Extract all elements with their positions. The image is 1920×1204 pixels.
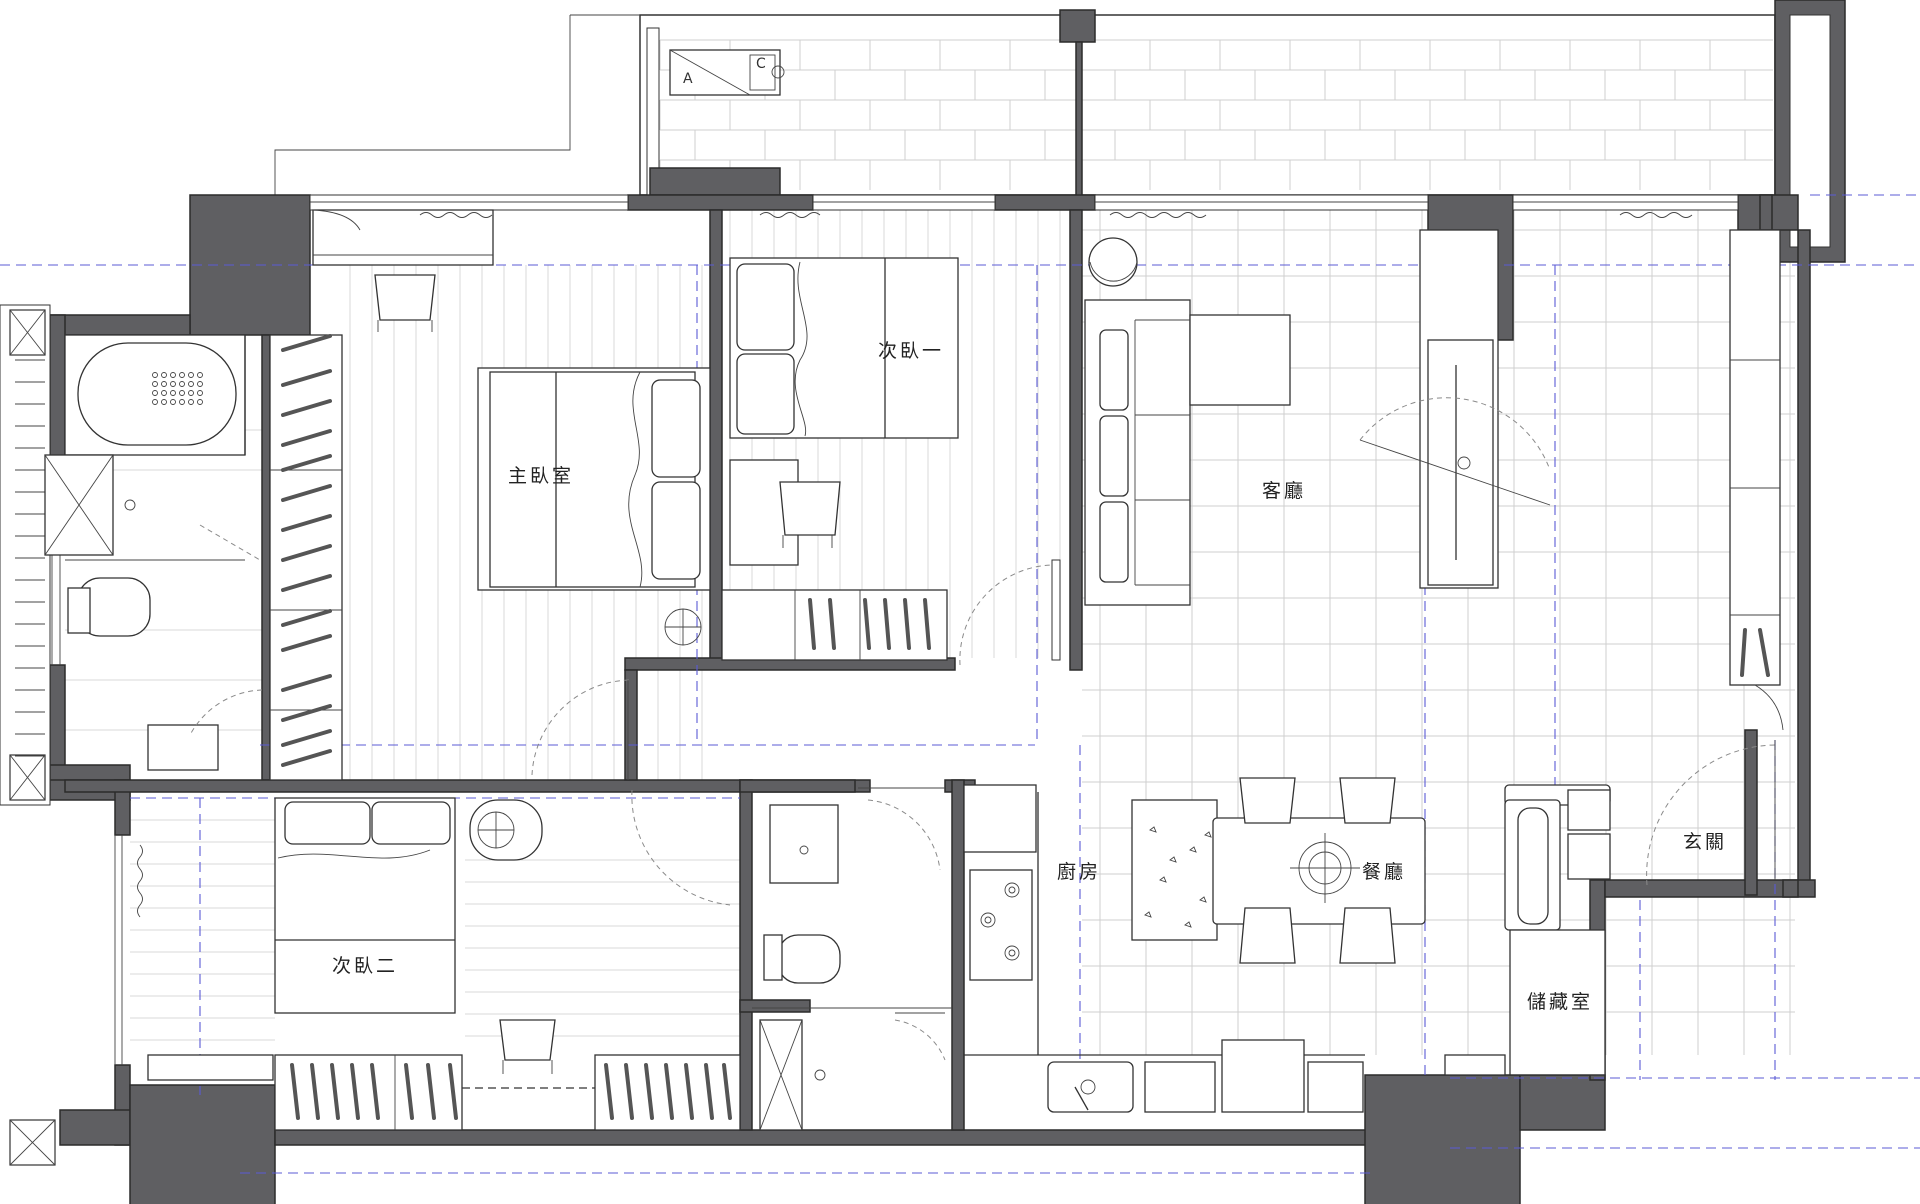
terrazzo-speck bbox=[1184, 921, 1192, 928]
shower-dot bbox=[161, 381, 167, 387]
shower-dot bbox=[188, 399, 194, 405]
shower-dot bbox=[152, 399, 158, 405]
hanger bbox=[281, 334, 332, 352]
hanger bbox=[863, 598, 871, 650]
shower-dot bbox=[170, 381, 176, 387]
shower-dot bbox=[188, 381, 194, 387]
bedroom-one: 次臥一 bbox=[721, 257, 1061, 666]
balcony-tiles bbox=[659, 39, 1773, 190]
hanger bbox=[281, 544, 332, 562]
dining-chair bbox=[1339, 907, 1396, 964]
hanger bbox=[604, 1063, 614, 1120]
hanger bbox=[704, 1063, 714, 1120]
hanger bbox=[281, 429, 332, 447]
hanger bbox=[281, 674, 332, 692]
living-room: 客廳 bbox=[1084, 229, 1784, 731]
hanger bbox=[644, 1063, 654, 1120]
shower-dot bbox=[152, 390, 158, 396]
bedroom-one-label: 次臥一 bbox=[878, 340, 944, 362]
balcony bbox=[274, 14, 1776, 196]
terrazzo-speck bbox=[1204, 831, 1212, 838]
shower-dot bbox=[197, 372, 203, 378]
bedroom-two-label: 次臥二 bbox=[332, 955, 398, 977]
hanger bbox=[448, 1063, 458, 1120]
shower-dot bbox=[197, 390, 203, 396]
shower-dot bbox=[197, 399, 203, 405]
hanger bbox=[290, 1063, 300, 1120]
bedroom-two: 次臥二 bbox=[147, 789, 741, 1131]
storage-label: 儲藏室 bbox=[1527, 991, 1593, 1013]
hanger bbox=[330, 1063, 340, 1120]
hanger bbox=[281, 609, 332, 627]
dining-chair bbox=[1239, 777, 1296, 824]
shower-dot bbox=[161, 390, 167, 396]
hanger bbox=[404, 1063, 414, 1120]
hanger bbox=[370, 1063, 380, 1120]
guest-bath bbox=[752, 787, 952, 1131]
ac-unit: A C bbox=[669, 49, 785, 96]
shower-dot bbox=[179, 381, 185, 387]
hanger bbox=[281, 749, 332, 767]
hanger bbox=[624, 1063, 634, 1120]
shower-dot bbox=[197, 381, 203, 387]
shower-dot bbox=[170, 399, 176, 405]
hanger bbox=[310, 1063, 320, 1120]
hanger bbox=[684, 1063, 694, 1120]
entrance-storage: 玄關 儲藏室 bbox=[1444, 740, 1779, 1076]
shower-dot bbox=[188, 390, 194, 396]
shower-dot bbox=[170, 390, 176, 396]
hanger bbox=[664, 1063, 674, 1120]
shower-dot bbox=[161, 372, 167, 378]
terrazzo-speck bbox=[1199, 896, 1207, 903]
shower-dot bbox=[152, 372, 158, 378]
hanger bbox=[350, 1063, 360, 1120]
terrazzo-speck bbox=[1169, 856, 1177, 863]
hanger bbox=[808, 598, 816, 650]
terrazzo-speck bbox=[1159, 876, 1167, 883]
shower-dot bbox=[152, 381, 158, 387]
dining-room-label: 餐廳 bbox=[1362, 861, 1406, 883]
shower-dot bbox=[179, 372, 185, 378]
hanger bbox=[923, 598, 931, 650]
kitchen-label: 廚房 bbox=[1057, 860, 1101, 883]
hanger bbox=[281, 369, 332, 387]
dining-chair bbox=[1339, 777, 1396, 824]
shower-dot bbox=[179, 390, 185, 396]
hanger bbox=[281, 484, 332, 502]
shower-dot bbox=[170, 372, 176, 378]
master-bedroom-label: 主臥室 bbox=[508, 465, 574, 487]
terrazzo-speck bbox=[1149, 826, 1157, 833]
hanger bbox=[281, 729, 332, 747]
dining-chair bbox=[1239, 907, 1296, 964]
ac-label-a: A bbox=[683, 71, 693, 87]
entrance-label: 玄關 bbox=[1683, 831, 1727, 853]
hanger bbox=[281, 399, 332, 417]
hanger bbox=[883, 598, 891, 650]
hanger bbox=[281, 634, 332, 652]
terrazzo-speck bbox=[1144, 911, 1152, 918]
hanger bbox=[828, 598, 836, 650]
hanger bbox=[722, 1063, 732, 1120]
floor-planks bbox=[130, 210, 1061, 1041]
hanger bbox=[281, 574, 332, 592]
dining-room: 餐廳 bbox=[1131, 777, 1426, 964]
shower-dot bbox=[161, 399, 167, 405]
master-bedroom: 主臥室 bbox=[269, 209, 711, 781]
ac-label-c: C bbox=[756, 56, 766, 72]
walls bbox=[0, 0, 1846, 1204]
terrazzo-speck bbox=[1189, 846, 1197, 853]
hanger bbox=[281, 514, 332, 532]
hanger bbox=[903, 598, 911, 650]
hanger bbox=[281, 704, 332, 722]
hanger bbox=[426, 1063, 436, 1120]
living-room-label: 客廳 bbox=[1262, 480, 1306, 502]
kitchen: 廚房 bbox=[963, 784, 1365, 1113]
hanger bbox=[281, 454, 332, 472]
curtain-marks bbox=[137, 212, 1693, 918]
shower-dot bbox=[179, 399, 185, 405]
master-bath bbox=[44, 334, 263, 771]
shower-dot bbox=[188, 372, 194, 378]
